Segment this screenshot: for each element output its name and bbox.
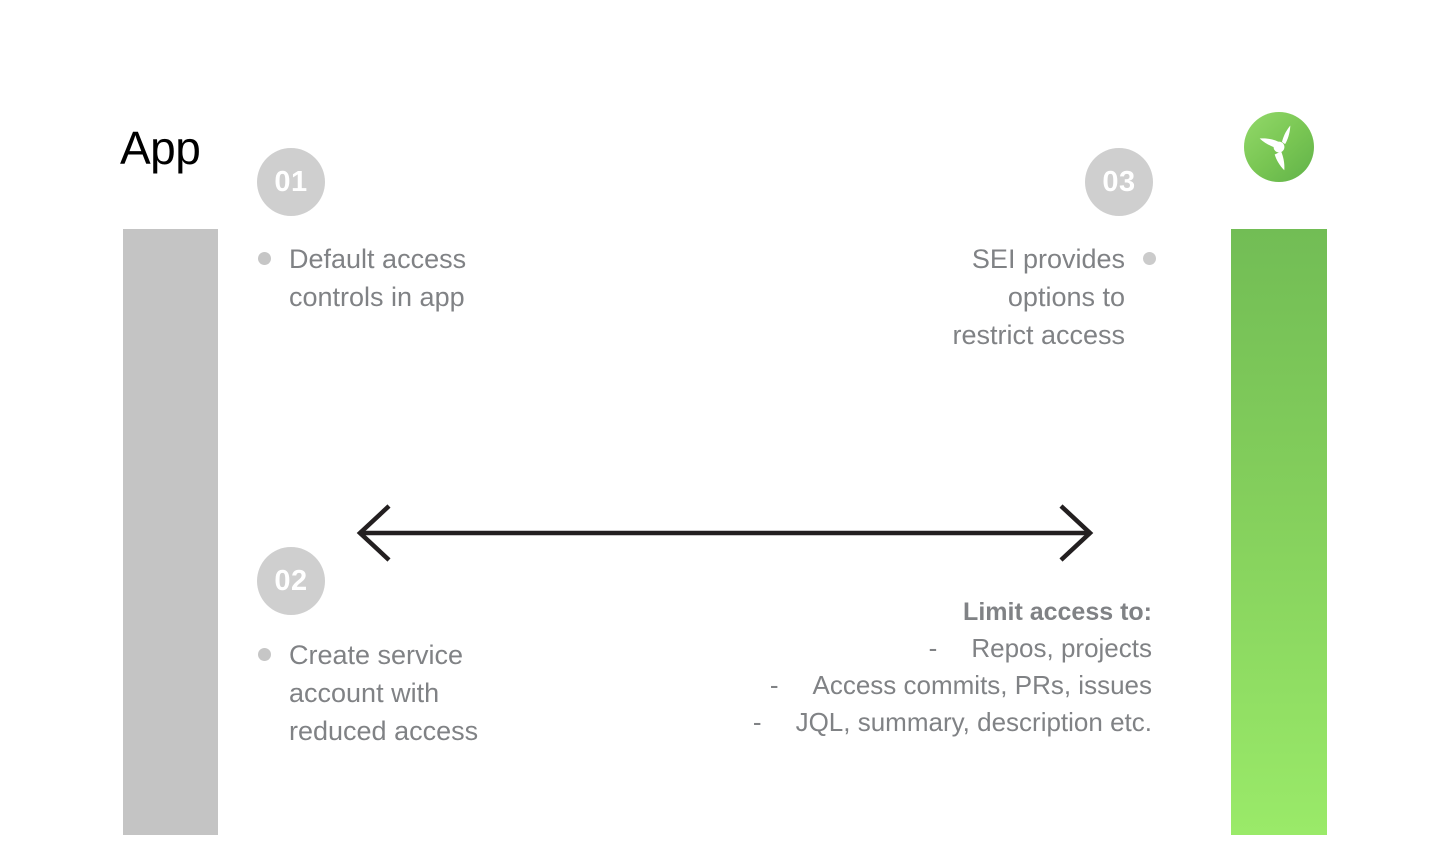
sei-column-bar — [1231, 229, 1327, 835]
step-item-03: SEI provides options to restrict access — [952, 240, 1156, 354]
limit-access-item: Access commits, PRs, issues — [812, 670, 1152, 700]
list-dash: - — [769, 670, 779, 700]
step-item-01: Default access controls in app — [258, 240, 466, 316]
step-item-02: Create service account with reduced acce… — [258, 636, 478, 750]
bullet-dot-icon — [258, 648, 271, 661]
step-text-02: Create service account with reduced acce… — [289, 640, 479, 746]
harness-propeller-logo-icon — [1243, 111, 1315, 183]
list-dash: - — [752, 707, 762, 737]
limit-access-row: - Access commits, PRs, issues — [753, 667, 1152, 704]
limit-access-heading: Limit access to: — [963, 598, 1152, 626]
list-dash: - — [928, 633, 938, 663]
double-headed-arrow-icon — [350, 500, 1100, 566]
step-text-03: SEI provides options to restrict access — [952, 244, 1125, 350]
limit-access-row: - Repos, projects — [753, 630, 1152, 667]
page-title: App — [120, 122, 201, 174]
app-column-bar — [123, 229, 218, 835]
step-badge-03: 03 — [1085, 148, 1153, 216]
bullet-dot-icon — [258, 252, 271, 265]
limit-access-list: Limit access to: - Repos, projects - Acces… — [753, 594, 1152, 741]
limit-access-row: - JQL, summary, description etc. — [753, 704, 1152, 741]
step-badge-02: 02 — [257, 547, 325, 615]
bullet-dot-icon — [1143, 252, 1156, 265]
limit-access-item: Repos, projects — [971, 633, 1152, 663]
step-text-01: Default access controls in app — [289, 244, 467, 312]
step-badge-01: 01 — [257, 148, 325, 216]
limit-access-item: JQL, summary, description etc. — [795, 707, 1152, 737]
